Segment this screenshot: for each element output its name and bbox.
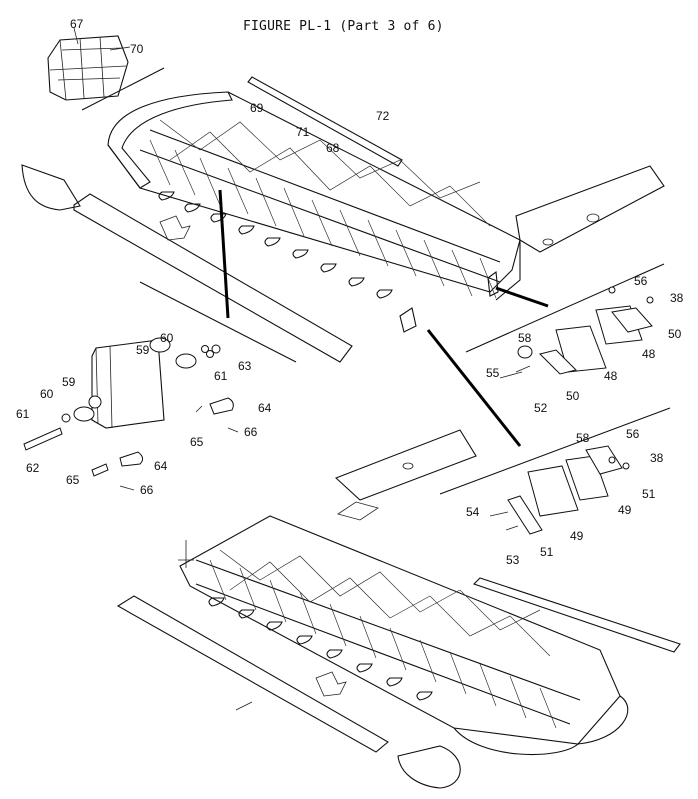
callout-56-upper: 56: [634, 274, 648, 288]
figure-title: FIGURE PL-1 (Part 3 of 6): [243, 19, 444, 34]
lower-wing-assembly: [178, 515, 629, 756]
callout-66-upper: 66: [244, 425, 258, 439]
callout-50-lower: 50: [566, 389, 580, 403]
upper-wing-assembly: [107, 91, 521, 333]
inset-detail-67-70: [47, 27, 165, 111]
trailing-edge-strip-72: [247, 76, 403, 167]
callout-48-lower: 48: [604, 369, 618, 383]
callout-56-lower: 56: [626, 427, 640, 441]
wing-tip-fairing-upper: [21, 164, 81, 211]
callout-58-lower: 58: [576, 431, 590, 445]
callout-65-lower: 65: [66, 473, 80, 487]
callout-51-lower: 51: [540, 545, 554, 559]
callout-61-upper: 61: [214, 369, 228, 383]
callout-labels: 67 70 69 72 71 68 56 38 50 48 58 48 55 5…: [16, 17, 684, 567]
aileron-lower: [334, 429, 477, 501]
callout-53: 53: [506, 553, 520, 567]
callout-70: 70: [130, 42, 144, 56]
callout-51-upper: 51: [642, 487, 656, 501]
callout-58-upper: 58: [518, 331, 532, 345]
hinge-detail-left: [23, 337, 239, 491]
flap-upper: [73, 193, 353, 363]
callout-49-lower: 49: [570, 529, 584, 543]
callout-63: 63: [238, 359, 252, 373]
aileron-upper: [515, 165, 665, 253]
callout-66-lower: 66: [140, 483, 154, 497]
callout-71: 71: [296, 125, 310, 139]
callout-49-upper: 49: [618, 503, 632, 517]
flap-lower: [116, 595, 389, 753]
callout-48-upper: 48: [642, 347, 656, 361]
callout-60-lower: 60: [40, 387, 54, 401]
callout-50-upper: 50: [668, 327, 682, 341]
trailing-edge-strip-lower: [472, 577, 681, 653]
callout-52: 52: [534, 401, 548, 415]
callout-60-upper: 60: [160, 331, 174, 345]
callout-68: 68: [326, 141, 340, 155]
wing-tip-fairing-lower: [397, 745, 461, 789]
callout-72: 72: [376, 109, 390, 123]
plate-detail-lower: [489, 445, 630, 535]
callout-38-upper: 38: [670, 291, 684, 305]
callout-65-upper: 65: [190, 435, 204, 449]
callout-38-lower: 38: [650, 451, 664, 465]
callout-69: 69: [250, 101, 264, 115]
callout-59-lower: 59: [62, 375, 76, 389]
callout-55: 55: [486, 366, 500, 380]
callout-64-upper: 64: [258, 401, 272, 415]
callout-67: 67: [70, 17, 84, 31]
callout-54: 54: [466, 505, 480, 519]
plate-detail-upper: [499, 286, 654, 379]
callout-61-lower: 61: [16, 407, 30, 421]
callout-64-lower: 64: [154, 459, 168, 473]
callout-62: 62: [26, 461, 40, 475]
callout-59-upper: 59: [136, 343, 150, 357]
